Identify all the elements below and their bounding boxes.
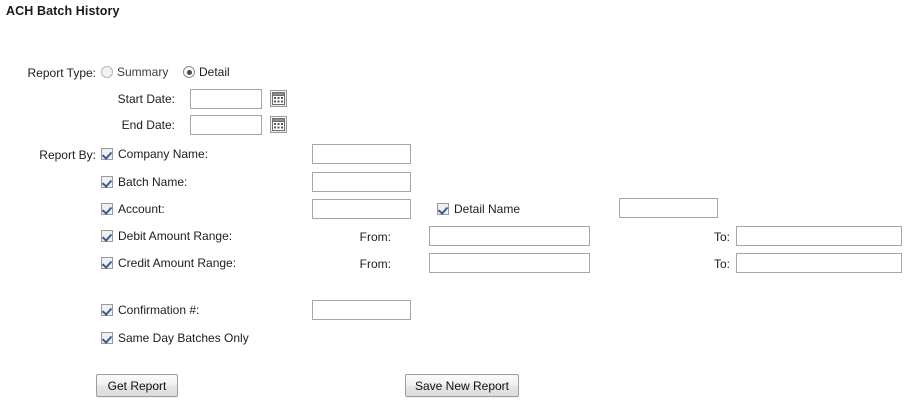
checkbox-same-day-batches-only-box[interactable] (101, 332, 113, 344)
checkbox-credit-amount-range[interactable]: Credit Amount Range: (101, 256, 236, 270)
end-date-calendar-icon-button[interactable] (270, 116, 287, 133)
account-input[interactable] (312, 199, 411, 219)
debit-to-label: To: (713, 230, 730, 244)
start-date-input[interactable] (190, 89, 262, 109)
checkbox-company-name[interactable]: Company Name: (101, 147, 208, 161)
start-date-calendar-icon-button[interactable] (270, 90, 287, 107)
radio-detail-label: Detail (199, 65, 230, 79)
checkbox-debit-amount-range[interactable]: Debit Amount Range: (101, 229, 232, 243)
checkbox-batch-name-box[interactable] (101, 176, 113, 188)
report-by-label: Report By: (39, 148, 96, 162)
report-type-label: Report Type: (27, 66, 96, 80)
start-date-label: Start Date: (117, 92, 175, 106)
detail-name-input[interactable] (619, 198, 718, 218)
company-name-input[interactable] (312, 144, 411, 164)
checkbox-batch-name-label: Batch Name: (118, 175, 188, 189)
checkbox-company-name-box[interactable] (101, 148, 113, 160)
checkbox-detail-name-box[interactable] (437, 203, 449, 215)
debit-from-input[interactable] (429, 226, 590, 246)
credit-to-label: To: (713, 257, 730, 271)
checkbox-detail-name[interactable]: Detail Name (437, 202, 520, 216)
checkbox-company-name-label: Company Name: (118, 147, 209, 161)
batch-name-input[interactable] (312, 172, 411, 192)
checkbox-debit-amount-range-box[interactable] (101, 230, 113, 242)
end-date-label: End Date: (121, 118, 175, 132)
end-date-input[interactable] (190, 115, 262, 135)
radio-summary-label: Summary (117, 65, 169, 79)
checkbox-confirmation-number-label: Confirmation #: (118, 303, 200, 317)
checkbox-confirmation-number-box[interactable] (101, 304, 113, 316)
radio-report-type-detail[interactable]: Detail (183, 65, 230, 79)
radio-summary-indicator[interactable] (101, 66, 113, 78)
checkbox-confirmation-number[interactable]: Confirmation #: (101, 303, 199, 317)
checkbox-credit-amount-range-label: Credit Amount Range: (118, 256, 237, 270)
credit-from-label: From: (359, 257, 391, 271)
checkbox-account-box[interactable] (101, 203, 113, 215)
radio-detail-indicator[interactable] (183, 66, 195, 78)
get-report-button[interactable]: Get Report (96, 374, 178, 397)
save-new-report-button[interactable]: Save New Report (405, 374, 519, 397)
checkbox-same-day-batches-only[interactable]: Same Day Batches Only (101, 331, 249, 345)
checkbox-same-day-batches-only-label: Same Day Batches Only (118, 331, 249, 345)
checkbox-batch-name[interactable]: Batch Name: (101, 175, 187, 189)
credit-to-input[interactable] (736, 253, 902, 273)
checkbox-detail-name-label: Detail Name (454, 202, 521, 216)
confirmation-number-input[interactable] (312, 300, 411, 320)
checkbox-account[interactable]: Account: (101, 202, 165, 216)
checkbox-account-label: Account: (118, 202, 165, 216)
debit-from-label: From: (359, 230, 391, 244)
checkbox-credit-amount-range-box[interactable] (101, 257, 113, 269)
radio-report-type-summary[interactable]: Summary (101, 65, 168, 79)
debit-to-input[interactable] (736, 226, 902, 246)
credit-from-input[interactable] (429, 253, 590, 273)
checkbox-debit-amount-range-label: Debit Amount Range: (118, 229, 233, 243)
page-title: ACH Batch History (6, 4, 120, 18)
